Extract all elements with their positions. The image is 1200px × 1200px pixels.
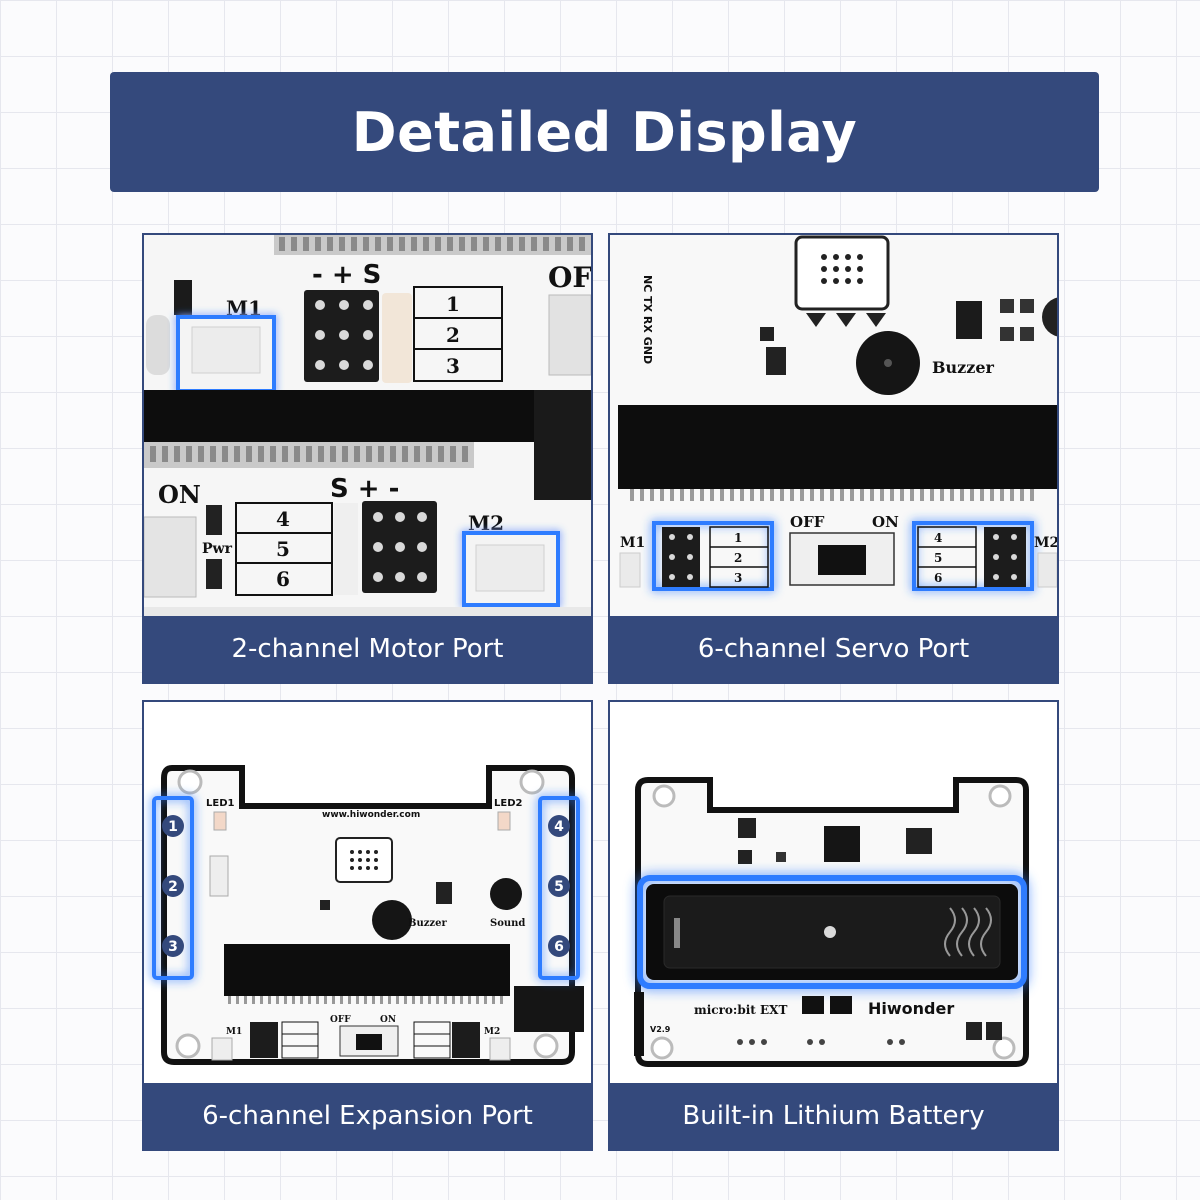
- servo-port-photo: NC TX RX GND Buzzer M1: [610, 235, 1057, 616]
- version-label: V2.9: [650, 1025, 671, 1034]
- off-label: OFF: [790, 513, 825, 531]
- expansion-port-6: 6: [554, 939, 564, 955]
- card-motor-port: - + S 1 2 3 OF M1: [142, 233, 593, 684]
- url-label: www.hiwonder.com: [322, 810, 420, 820]
- servo-left-highlight: [652, 521, 774, 591]
- servo-ch-4: 4: [934, 531, 942, 545]
- servo-ch-5: 5: [934, 551, 942, 565]
- channel-1: 1: [446, 292, 460, 316]
- sound-label: Sound: [490, 918, 525, 929]
- lithium-battery-caption: Built-in Lithium Battery: [610, 1083, 1057, 1149]
- channel-3: 3: [446, 354, 460, 378]
- card-servo-port: NC TX RX GND Buzzer M1: [608, 233, 1059, 684]
- page-title: Detailed Display: [351, 100, 858, 164]
- off-label: OFF: [330, 1015, 351, 1025]
- buzzer-label: Buzzer: [932, 358, 995, 377]
- polarity-label-top: - + S: [312, 260, 381, 290]
- polarity-label-bottom: S + -: [330, 474, 399, 504]
- expansion-port-4: 4: [554, 819, 564, 835]
- card-lithium-battery: micro:bit EXT Hiwonder V2.9 Built-in Lit…: [608, 700, 1059, 1151]
- on-label: ON: [380, 1015, 396, 1025]
- expansion-right-highlight: [538, 796, 580, 980]
- on-label: ON: [872, 513, 899, 531]
- battery-highlight: [637, 875, 1027, 989]
- m2-label: M2: [1034, 535, 1057, 551]
- motor-port-photo: - + S 1 2 3 OF M1: [144, 235, 591, 616]
- uart-label: NC TX RX GND: [641, 275, 654, 364]
- lithium-battery-photo: micro:bit EXT Hiwonder V2.9: [610, 702, 1057, 1083]
- channel-5: 5: [276, 537, 290, 561]
- motor-port-caption: 2-channel Motor Port: [144, 616, 591, 682]
- m1-label: M1: [226, 1027, 242, 1037]
- card-expansion-port: LED1 LED2 www.hiwonder.com Buzzer Sound …: [142, 700, 593, 1151]
- expansion-port-photo: LED1 LED2 www.hiwonder.com Buzzer Sound …: [144, 702, 591, 1083]
- servo-ch-2: 2: [734, 551, 742, 565]
- pwr-label: Pwr: [202, 541, 233, 557]
- led1-label: LED1: [206, 798, 235, 809]
- expansion-port-5: 5: [554, 879, 564, 895]
- servo-ch-6: 6: [934, 571, 942, 585]
- servo-ch-3: 3: [734, 571, 742, 585]
- channel-2: 2: [446, 323, 460, 347]
- expansion-port-caption: 6-channel Expansion Port: [144, 1083, 591, 1149]
- servo-right-highlight: [912, 521, 1034, 591]
- expansion-port-3: 3: [168, 939, 178, 955]
- servo-ch-1: 1: [734, 531, 742, 545]
- expansion-left-highlight: [152, 796, 194, 980]
- channel-4: 4: [276, 507, 290, 531]
- title-banner: Detailed Display: [110, 72, 1099, 192]
- on-label: ON: [158, 480, 201, 509]
- m1-label: M1: [620, 535, 645, 551]
- buzzer-label: Buzzer: [408, 918, 447, 929]
- led2-label: LED2: [494, 798, 523, 809]
- m2-label: M2: [484, 1027, 500, 1037]
- brand-label: Hiwonder: [868, 999, 954, 1018]
- channel-6: 6: [276, 567, 290, 591]
- microbit-ext-label: micro:bit EXT: [694, 1003, 787, 1017]
- expansion-port-2: 2: [168, 879, 178, 895]
- servo-port-caption: 6-channel Servo Port: [610, 616, 1057, 682]
- off-label: OF: [548, 261, 591, 294]
- expansion-port-1: 1: [168, 819, 178, 835]
